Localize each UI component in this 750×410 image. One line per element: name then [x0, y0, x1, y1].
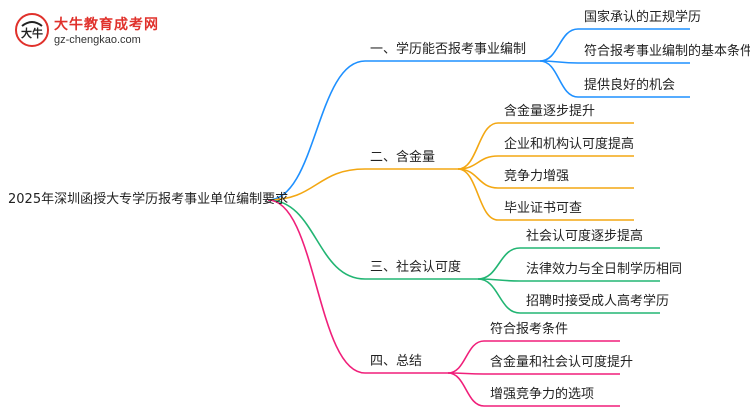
- leaf-label: 提供良好的机会: [584, 78, 676, 93]
- branch-to-leaf-connector: [457, 122, 499, 170]
- branch-to-leaf-connector: [539, 28, 579, 62]
- branch-to-leaf-connector: [457, 168, 499, 189]
- leaf-label: 符合报考事业编制的基本条件: [584, 44, 750, 59]
- leaf-label: 招聘时接受成人高考学历: [526, 294, 670, 309]
- leaf-label: 毕业证书可查: [504, 201, 583, 216]
- root-to-branch-connector: [267, 199, 366, 374]
- branch-to-leaf-connector: [447, 372, 485, 407]
- leaf-label: 国家承认的正规学历: [584, 10, 702, 25]
- branch-to-leaf-connector: [447, 340, 485, 374]
- mindmap-root: 2025年深圳函授大专学历报考事业单位编制要求: [8, 192, 289, 207]
- ox-logo-icon: 大牛: [15, 13, 49, 47]
- branch-to-leaf-connector: [457, 168, 499, 221]
- root-to-branch-connector: [267, 60, 366, 201]
- branch-label: 一、学历能否报考事业编制: [370, 42, 527, 57]
- leaf-label: 含金量逐步提升: [504, 104, 596, 119]
- branch-to-leaf-connector: [477, 278, 521, 314]
- branch-label: 三、社会认可度: [370, 260, 462, 275]
- leaf-label: 含金量和社会认可度提升: [490, 355, 634, 370]
- leaf-label: 企业和机构认可度提高: [504, 137, 635, 152]
- branch-label: 四、总结: [370, 354, 423, 369]
- logo-mark-text: 大牛: [21, 26, 43, 40]
- root-to-branch-connector: [267, 168, 366, 201]
- branch-to-leaf-connector: [539, 60, 579, 98]
- branch-to-leaf-connector: [477, 247, 521, 280]
- site-logo: 大牛 大牛教育成考网 gz-chengkao.com: [14, 12, 174, 52]
- logo-site-name: 大牛教育成考网: [54, 17, 159, 33]
- leaf-label: 增强竞争力的选项: [490, 387, 595, 402]
- branch-label: 二、含金量: [370, 150, 436, 165]
- leaf-label: 社会认可度逐步提高: [526, 229, 644, 244]
- leaf-label: 竞争力增强: [504, 169, 570, 184]
- root-to-branch-connector: [267, 199, 366, 280]
- logo-url: gz-chengkao.com: [54, 34, 141, 46]
- leaf-label: 法律效力与全日制学历相同: [526, 262, 683, 277]
- leaf-label: 符合报考条件: [490, 322, 569, 337]
